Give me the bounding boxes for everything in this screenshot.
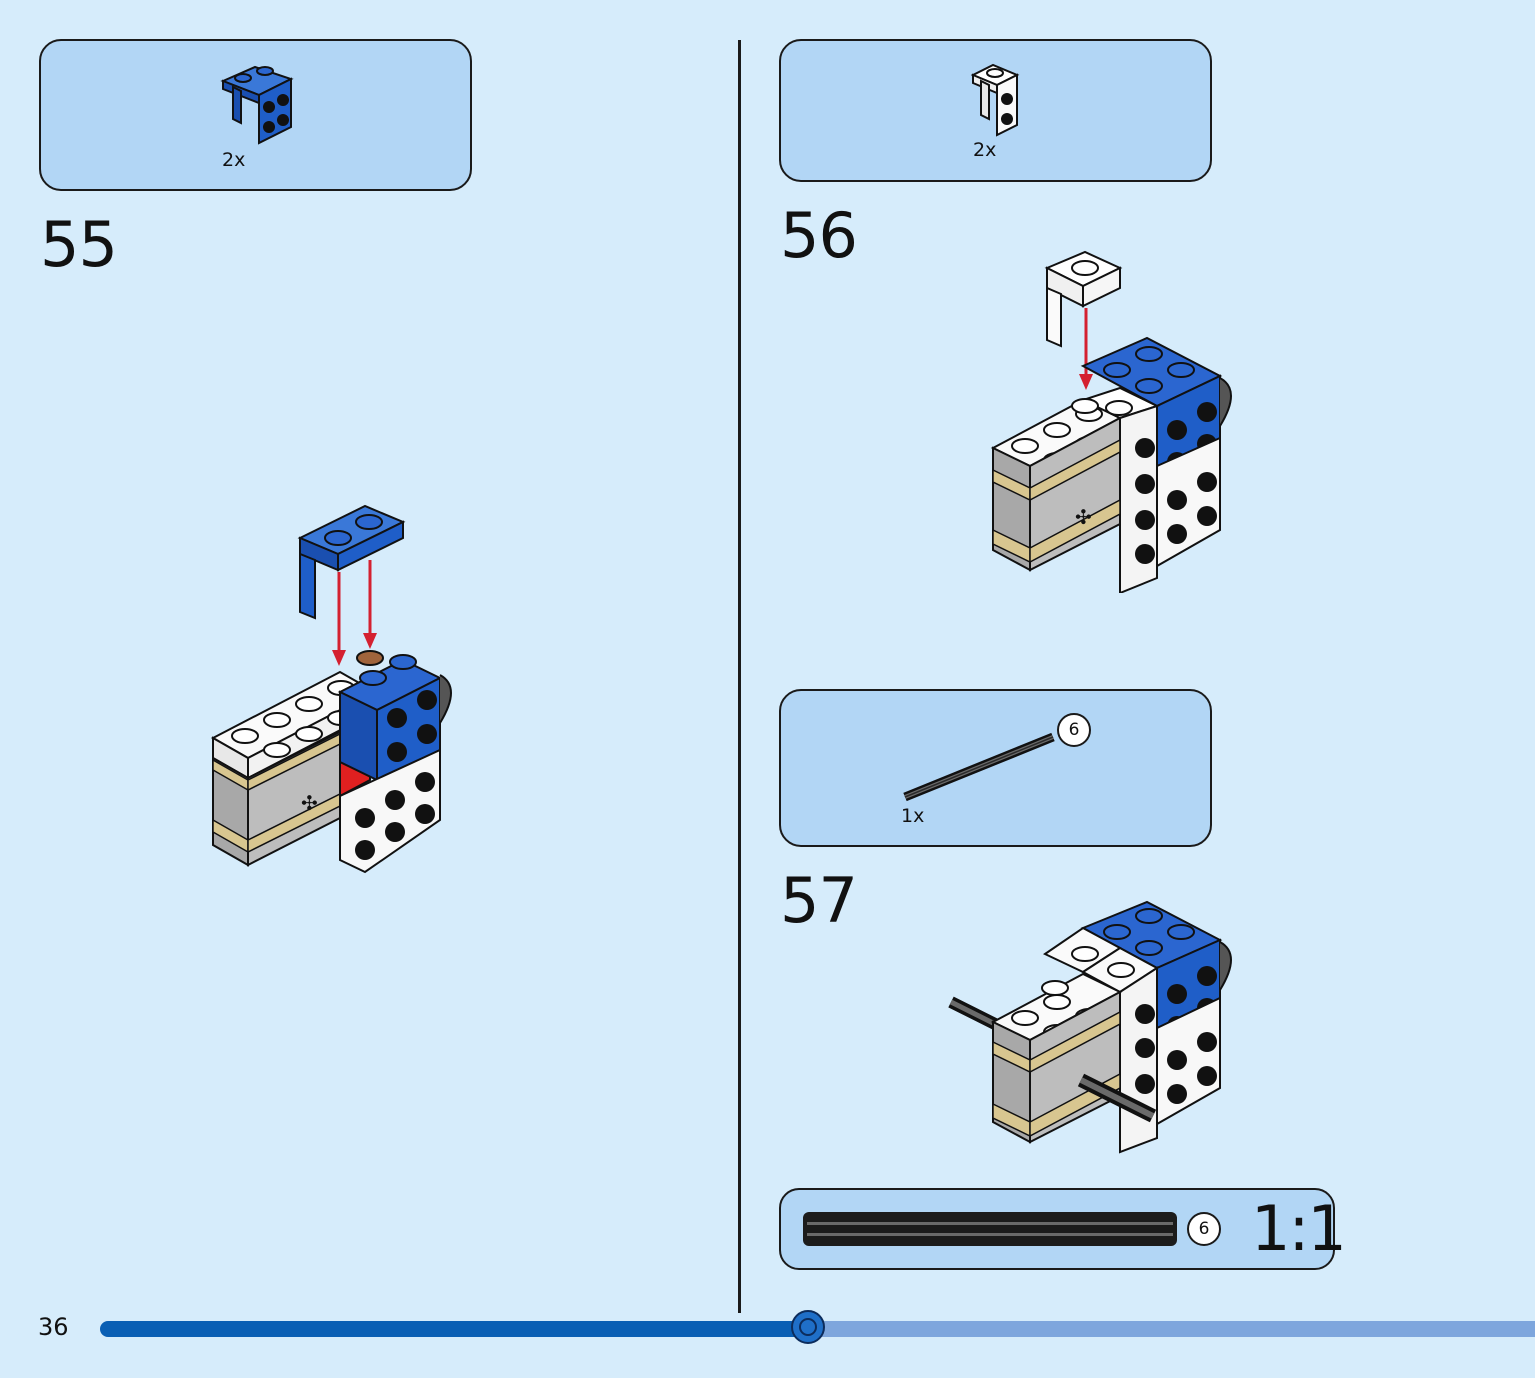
progress-bar-remaining — [810, 1321, 1535, 1337]
step-56-assembly-illustration: ✣ — [990, 250, 1232, 593]
axle-actual-size — [803, 1212, 1177, 1246]
step-57-assembly-illustration — [948, 900, 1232, 1154]
axle-length-marker: 6 — [1187, 1212, 1221, 1246]
parts-callout-step-57: 6 1x — [779, 689, 1212, 847]
parts-callout-step-56: 2x — [779, 39, 1212, 182]
part-quantity: 2x — [973, 139, 997, 161]
axle-length-marker: 6 — [1057, 713, 1091, 747]
part-quantity: 1x — [901, 805, 925, 827]
step-55-assembly-illustration: ✣ — [210, 504, 452, 874]
blue-bracket-2x2-icon — [220, 65, 294, 145]
column-divider — [738, 40, 741, 1313]
progress-bar-completed — [100, 1321, 812, 1337]
axle-scale-box: 6 1:1 — [779, 1188, 1347, 1270]
scale-ratio: 1:1 — [1251, 1192, 1347, 1265]
svg-text:✣: ✣ — [1075, 505, 1092, 529]
step-number-55: 55 — [40, 208, 118, 281]
axle-icon — [903, 732, 1055, 802]
progress-marker — [791, 1310, 825, 1344]
step-number-56: 56 — [780, 199, 858, 272]
parts-callout-step-55: 2x — [39, 39, 472, 191]
part-quantity: 2x — [222, 149, 246, 171]
step-number-57: 57 — [780, 864, 858, 937]
white-bracket-1x1-icon — [971, 63, 1020, 137]
page-number: 36 — [38, 1313, 69, 1341]
svg-text:✣: ✣ — [301, 791, 318, 815]
